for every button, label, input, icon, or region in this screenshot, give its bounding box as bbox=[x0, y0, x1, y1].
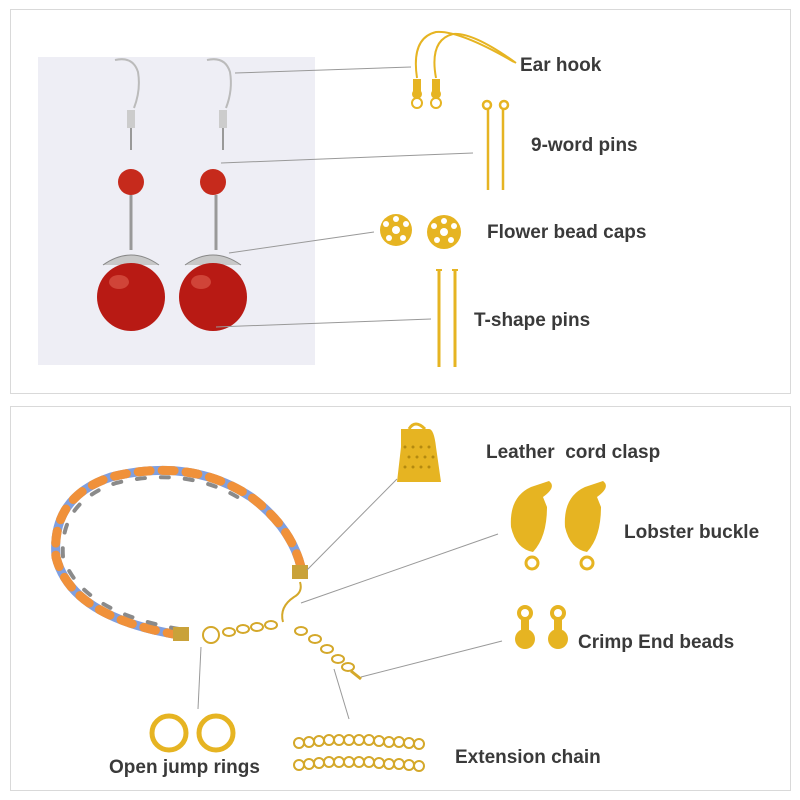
ear-hook-icon bbox=[411, 30, 517, 109]
earring-left bbox=[97, 58, 165, 331]
label-ear-hook: Ear hook bbox=[520, 55, 602, 76]
label-open-jump-rings: Open jump rings bbox=[109, 757, 260, 778]
crimp-end-bead-icon bbox=[515, 605, 568, 649]
bracelet-parts-panel: Leather cord clasp Lobster buckle Crimp … bbox=[10, 406, 791, 791]
t-shape-pin-icon bbox=[436, 269, 458, 367]
open-jump-ring-icon bbox=[149, 713, 236, 753]
label-nine-word-pins: 9-word pins bbox=[531, 135, 638, 156]
label-lobster-buckle: Lobster buckle bbox=[624, 522, 760, 543]
braided-cord bbox=[51, 465, 306, 640]
bracelet-chain bbox=[202, 581, 362, 681]
lobster-buckle-icon bbox=[510, 481, 606, 571]
label-t-shape-pins: T-shape pins bbox=[474, 310, 591, 331]
label-crimp-end-beads: Crimp End beads bbox=[578, 632, 735, 653]
cord-end-left bbox=[173, 627, 189, 641]
flower-bead-cap-icon bbox=[380, 214, 461, 249]
extension-chain-icon bbox=[293, 734, 425, 772]
leather-cord-clasp-icon bbox=[397, 422, 441, 482]
nine-word-pin-icon bbox=[481, 99, 510, 190]
earring-right bbox=[179, 58, 247, 331]
label-extension-chain: Extension chain bbox=[455, 747, 601, 768]
earring-illustration bbox=[97, 30, 517, 367]
earring-parts-panel: Ear hook 9-word pins Flower bead caps T-… bbox=[10, 9, 791, 394]
earring-photo bbox=[38, 57, 315, 365]
cord-end-right bbox=[292, 565, 308, 579]
bracelet-illustration bbox=[51, 422, 606, 772]
label-flower-bead-caps: Flower bead caps bbox=[487, 222, 647, 243]
label-leather-cord-clasp: Leather cord clasp bbox=[486, 442, 661, 463]
